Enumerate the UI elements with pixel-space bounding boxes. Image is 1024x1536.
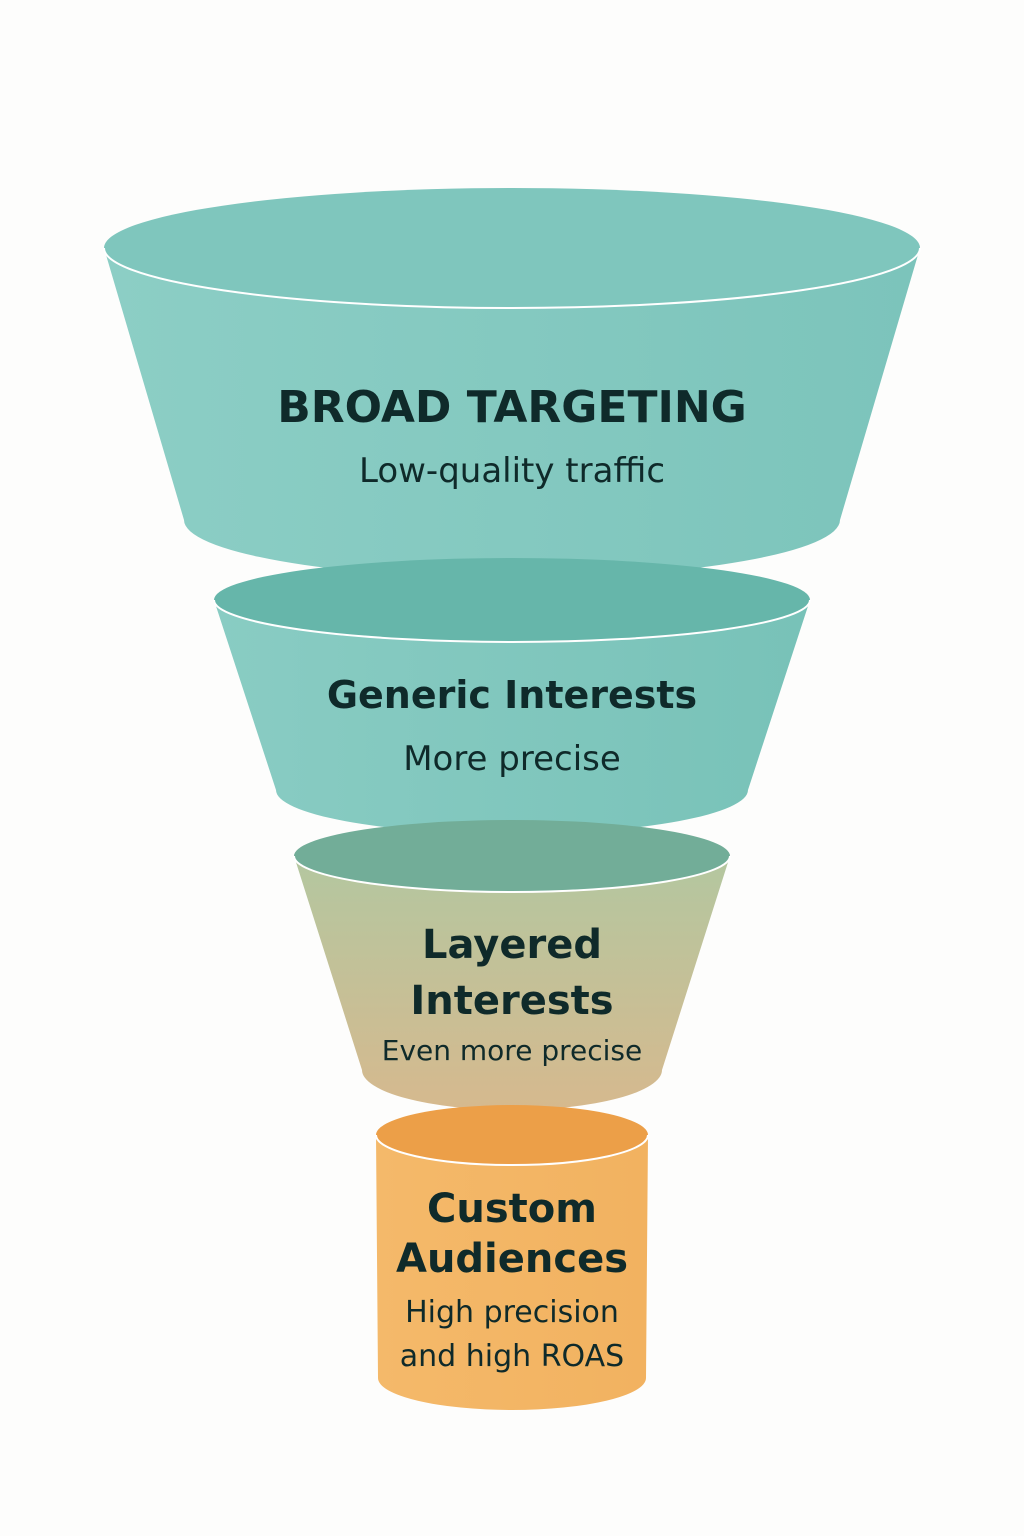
stage-subtitle: Low-quality traffic [359,451,665,491]
funnel-stage-rim [213,599,811,643]
funnel-stage-1: BROAD TARGETING Low-quality traffic [103,188,921,578]
stage-title: BROAD TARGETING [277,382,747,433]
funnel-stage-rim [293,855,731,893]
funnel-stage-top [214,558,810,642]
stage-title: Custom [427,1186,597,1232]
stage-subtitle: High precision [405,1295,619,1330]
funnel-stage-body [104,248,920,578]
stage-title: Interests [410,978,613,1024]
stage-title: Audiences [396,1236,628,1282]
stage-subtitle: Even more precise [382,1034,642,1067]
funnel-stage-rim [375,1134,649,1166]
stage-title: Layered [422,922,602,968]
funnel-stage-body [294,856,730,1110]
stage-title: Generic Interests [327,673,697,717]
funnel-stage-body [214,600,810,834]
funnel-stage-body [376,1135,648,1410]
funnel-stage-top [294,820,730,892]
stage-subtitle: and high ROAS [400,1339,624,1374]
funnel-stage-top [376,1105,648,1165]
funnel-stage-top [104,188,920,308]
funnel-stage-rim [103,247,921,309]
stage-subtitle: More precise [403,739,621,779]
